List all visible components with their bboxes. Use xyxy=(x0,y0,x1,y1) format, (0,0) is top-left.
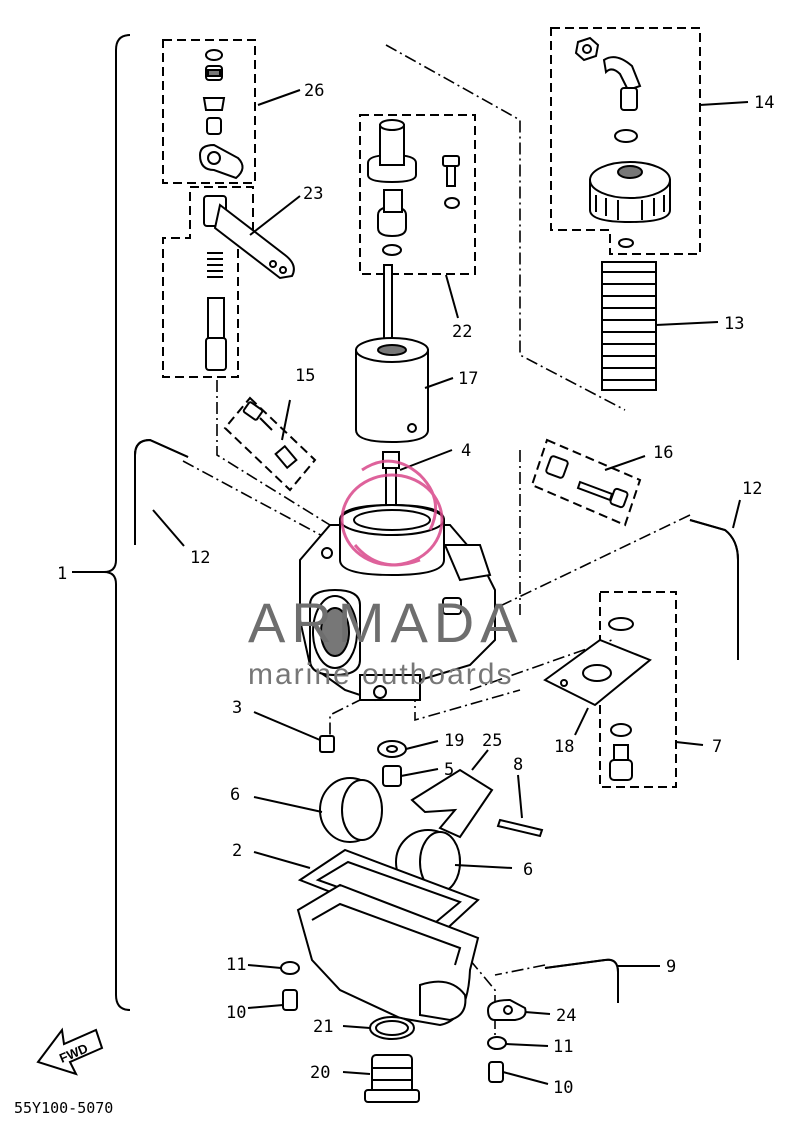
part-24-clip xyxy=(486,998,527,1021)
assembly-bracket xyxy=(103,34,131,1011)
callout-14: 14 xyxy=(754,93,774,113)
part-12-hose-right xyxy=(689,519,739,660)
callout-1: 1 xyxy=(57,564,67,584)
part-26-stack xyxy=(198,49,244,180)
group-box-22 xyxy=(359,114,476,275)
callout-6-right: 6 xyxy=(523,860,533,880)
callout-19: 19 xyxy=(444,731,464,751)
callout-5: 5 xyxy=(444,760,454,780)
part-19-washer xyxy=(377,740,407,758)
part-3-screw xyxy=(319,735,335,753)
part-18-plate xyxy=(543,638,652,707)
watermark-brand: ARMADA xyxy=(248,591,524,654)
part-6-float-left xyxy=(319,777,383,843)
callout-3: 3 xyxy=(232,698,242,718)
callout-12-right: 12 xyxy=(742,479,762,499)
part-9-hose xyxy=(544,958,619,1003)
part-14-cap xyxy=(574,36,671,248)
callout-22: 22 xyxy=(452,322,472,342)
callout-25: 25 xyxy=(482,731,502,751)
callout-26: 26 xyxy=(304,81,324,101)
carburetor-body xyxy=(299,503,496,702)
callout-15: 15 xyxy=(295,366,315,386)
part-10-screw-right xyxy=(488,1061,504,1083)
part-17-throttle-valve xyxy=(355,337,429,444)
part-22-holder xyxy=(367,119,460,361)
part-12-hose-left xyxy=(134,438,189,545)
watermark-tagline: marine outboards xyxy=(248,658,513,691)
group-box-15 xyxy=(223,396,317,492)
part-5-jet xyxy=(382,765,402,787)
callout-10-left: 10 xyxy=(226,1003,246,1023)
part-8-pin xyxy=(496,818,544,838)
callout-17: 17 xyxy=(458,369,478,389)
part-11-washer-left xyxy=(280,961,300,975)
callout-4: 4 xyxy=(461,441,471,461)
part-13-spring xyxy=(601,261,657,391)
callout-16: 16 xyxy=(653,443,673,463)
callout-6-left: 6 xyxy=(230,785,240,805)
callout-21: 21 xyxy=(313,1017,333,1037)
watermark-logo xyxy=(340,459,444,567)
callout-7: 7 xyxy=(712,737,722,757)
callout-13: 13 xyxy=(724,314,744,334)
group-box-7 xyxy=(599,591,677,788)
group-box-26 xyxy=(162,39,256,184)
part-16-screw xyxy=(545,455,629,509)
callout-11-right: 11 xyxy=(553,1037,573,1057)
callout-24: 24 xyxy=(556,1006,576,1026)
group-box-16 xyxy=(530,438,642,527)
callout-12-left: 12 xyxy=(190,548,210,568)
callout-23: 23 xyxy=(303,184,323,204)
part-11-washer-right xyxy=(487,1036,507,1050)
drawing-code: 55Y100-5070 xyxy=(14,1099,113,1117)
callout-18: 18 xyxy=(554,737,574,757)
part-25-float-arm xyxy=(410,768,494,839)
part-23-lever xyxy=(203,195,295,371)
part-10-screw-left xyxy=(282,989,298,1011)
callout-2: 2 xyxy=(232,841,242,861)
part-21-o-ring xyxy=(369,1016,415,1040)
callout-11-left: 11 xyxy=(226,955,246,975)
group-box-14 xyxy=(550,27,701,255)
part-7-parts xyxy=(608,617,634,781)
part-15-screw xyxy=(242,401,298,470)
group-box-23 xyxy=(162,186,254,378)
part-20-drain-plug xyxy=(364,1054,420,1103)
callout-9: 9 xyxy=(666,957,676,977)
callout-8: 8 xyxy=(513,755,523,775)
callout-10-right: 10 xyxy=(553,1078,573,1098)
callout-20: 20 xyxy=(310,1063,330,1083)
fwd-arrow: FWD xyxy=(36,1027,104,1076)
